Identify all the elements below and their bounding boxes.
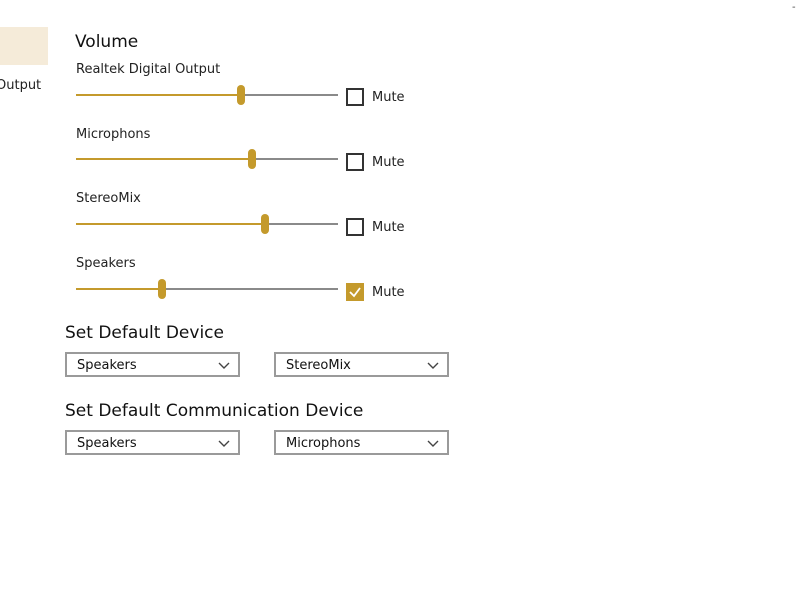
slider-track — [76, 288, 338, 290]
slider-thumb[interactable] — [247, 149, 256, 169]
volume-slider-microphons[interactable] — [76, 149, 338, 169]
slider-fill — [76, 94, 242, 96]
mute-checkbox[interactable] — [346, 218, 364, 236]
default-output-dropdown[interactable]: Speakers — [65, 352, 240, 377]
device-label-stereomix: StereoMix — [76, 191, 141, 206]
default-communication-device-title: Set Default Communication Device — [65, 401, 364, 421]
chevron-down-icon — [218, 362, 230, 369]
slider-fill — [76, 158, 252, 160]
device-label-speakers: Speakers — [76, 256, 136, 271]
mute-checkbox[interactable] — [346, 283, 364, 301]
slider-thumb[interactable] — [260, 214, 269, 234]
nav-selected-item[interactable] — [0, 27, 48, 65]
mute-toggle-microphons[interactable]: Mute — [346, 153, 405, 171]
nav-item-output[interactable]: Output — [0, 78, 42, 93]
dropdown-value: Speakers — [77, 436, 137, 451]
slider-fill — [76, 223, 265, 225]
device-label-microphons: Microphons — [76, 127, 151, 142]
volume-title: Volume — [75, 32, 139, 52]
communication-input-dropdown[interactable]: Microphons — [274, 430, 449, 455]
default-device-title: Set Default Device — [65, 323, 224, 343]
device-label-realtek: Realtek Digital Output — [76, 62, 221, 77]
checkmark-icon — [349, 287, 361, 298]
mute-toggle-stereomix[interactable]: Mute — [346, 218, 405, 236]
mute-label: Mute — [372, 89, 405, 105]
mute-label: Mute — [372, 154, 405, 170]
dropdown-value: Speakers — [77, 358, 137, 373]
chevron-down-icon — [218, 440, 230, 447]
mute-checkbox[interactable] — [346, 88, 364, 106]
dropdown-value: Microphons — [286, 436, 361, 451]
volume-slider-speakers[interactable] — [76, 279, 338, 299]
window-minimize-mark[interactable]: - — [792, 2, 796, 13]
chevron-down-icon — [427, 362, 439, 369]
mute-toggle-speakers[interactable]: Mute — [346, 283, 405, 301]
communication-output-dropdown[interactable]: Speakers — [65, 430, 240, 455]
mute-toggle-realtek[interactable]: Mute — [346, 88, 405, 106]
volume-slider-realtek[interactable] — [76, 85, 338, 105]
slider-fill — [76, 288, 163, 290]
slider-thumb[interactable] — [237, 85, 246, 105]
mute-label: Mute — [372, 219, 405, 235]
mute-checkbox[interactable] — [346, 153, 364, 171]
chevron-down-icon — [427, 440, 439, 447]
dropdown-value: StereoMix — [286, 358, 351, 373]
mute-label: Mute — [372, 284, 405, 300]
volume-slider-stereomix[interactable] — [76, 214, 338, 234]
slider-thumb[interactable] — [158, 279, 167, 299]
default-input-dropdown[interactable]: StereoMix — [274, 352, 449, 377]
